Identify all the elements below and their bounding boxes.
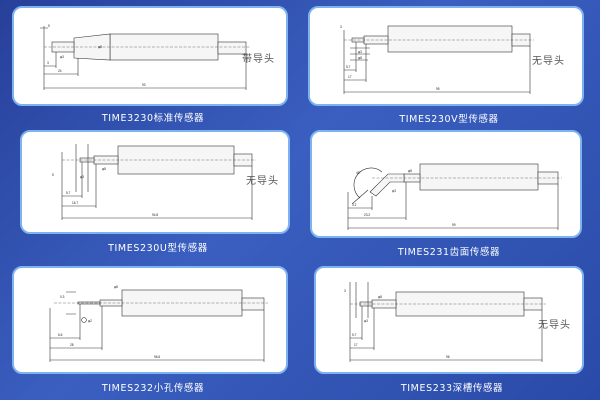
sensor-cell-times230u: 94.8 16.7 5.7 φ3 φ8 5 无导头 TIMES230U型传感器 [20,130,296,254]
dim-total-length: 96.6 [154,355,160,359]
dim-body-diameter: φ8 [378,295,382,299]
sensor-caption: TIMES232小孔传感器 [101,383,205,394]
dim-length-b: 3.2 [352,203,357,207]
dim-length-b: 5.7 [66,191,71,195]
dim-tip-diameter: φ3 [60,55,64,59]
sensor-cell-time3230: 93 24 3 φ3 φ8 5 带导头 TIME3230标准传感器 [12,6,294,130]
sensor-cell-times231: 99 23.2 3.2 φ3 φ8 45° TIMES231齿面传感器 [310,130,588,258]
sensor-cell-times232: 96.6 28 6.6 φ2 φ8 0.3 TIMES232小孔传感器 [12,266,294,396]
dim-length-a: 16.7 [72,201,78,205]
dim-body-diameter: φ8 [408,169,412,173]
dim-total-length: 96 [446,355,450,359]
guide-head-tag: 无导头 [538,320,571,331]
dim-total-length: 95 [436,87,440,91]
dim-offset: 45° [356,171,362,175]
sensor-drawing: 96 17 5.7 φ3 φ8 3 [344,282,546,362]
sensor-caption: TIME3230标准传感器 [101,113,205,124]
dim-length-a: 17 [348,75,352,79]
dim-length-b: 5.7 [346,65,351,69]
dim-body-diameter: φ8 [98,45,102,49]
sensor-caption: TIMES233深槽传感器 [400,383,504,394]
sensor-drawing-card: 94.8 16.7 5.7 φ3 φ8 5 无导头 [20,130,290,234]
sensor-drawing-card: 96 17 5.7 φ3 φ8 3 无导头 [314,266,584,374]
dim-tip-diameter: φ3 [392,189,396,193]
dim-body-diameter: φ8 [114,285,118,289]
dim-body-diameter: φ8 [358,56,362,60]
dim-total-length: 99 [452,223,456,227]
dim-offset: 5 [52,173,54,177]
dim-length-b: 3 [47,61,49,65]
dim-tip-diameter: φ3 [80,175,84,179]
dim-total-length: 94.8 [152,213,158,217]
sensor-drawing: 99 23.2 3.2 φ3 φ8 45° [347,163,562,230]
sensor-caption: TIMES230V型传感器 [399,114,499,125]
dim-total-length: 93 [142,83,146,87]
sensor-drawing-card: 93 24 3 φ3 φ8 5 带导头 [12,6,288,106]
dim-length-a: 24 [58,69,62,73]
dim-tip-diameter: φ3 [364,319,368,323]
sensor-drawing: 96.6 28 6.6 φ2 φ8 0.3 [49,285,268,362]
sensor-drawing-card: 95 17 5.7 φ3 φ8 3 无导头 [308,6,584,106]
dim-body-diameter: φ8 [102,167,106,171]
dim-length-b: 6.6 [58,333,63,337]
guide-head-tag: 无导头 [532,56,565,67]
sensor-drawing: 95 17 5.7 φ3 φ8 3 [340,25,534,94]
sensor-drawing: 93 24 3 φ3 φ8 5 [40,24,250,90]
sensor-drawing-card: 99 23.2 3.2 φ3 φ8 45° [310,130,582,238]
dim-length-a: 28 [70,343,74,347]
sensor-drawing: 94.8 16.7 5.7 φ3 φ8 5 [52,144,256,220]
sensor-caption: TIMES231齿面传感器 [397,247,501,258]
sensor-cell-times230v: 95 17 5.7 φ3 φ8 3 无导头 TIMES230V型传感器 [308,6,590,130]
dim-length-a: 17 [354,343,358,347]
dim-offset: 0.3 [60,295,65,299]
dim-tip-diameter: φ3 [358,50,362,54]
guide-head-tag: 无导头 [246,176,279,187]
guide-head-tag: 带导头 [242,54,275,65]
sensor-drawing-card: 96.6 28 6.6 φ2 φ8 0.3 [12,266,288,374]
dim-offset: 3 [340,25,342,29]
dim-length-a: 23.2 [364,213,370,217]
sensor-caption: TIMES230U型传感器 [108,243,208,254]
dim-length-b: 5.7 [352,333,357,337]
dim-tip-diameter: φ2 [88,319,92,323]
dim-offset: 3 [344,289,346,293]
dim-offset: 5 [48,24,50,28]
sensor-cell-times233: 96 17 5.7 φ3 φ8 3 无导头 TIMES233深槽传感器 [314,266,590,396]
